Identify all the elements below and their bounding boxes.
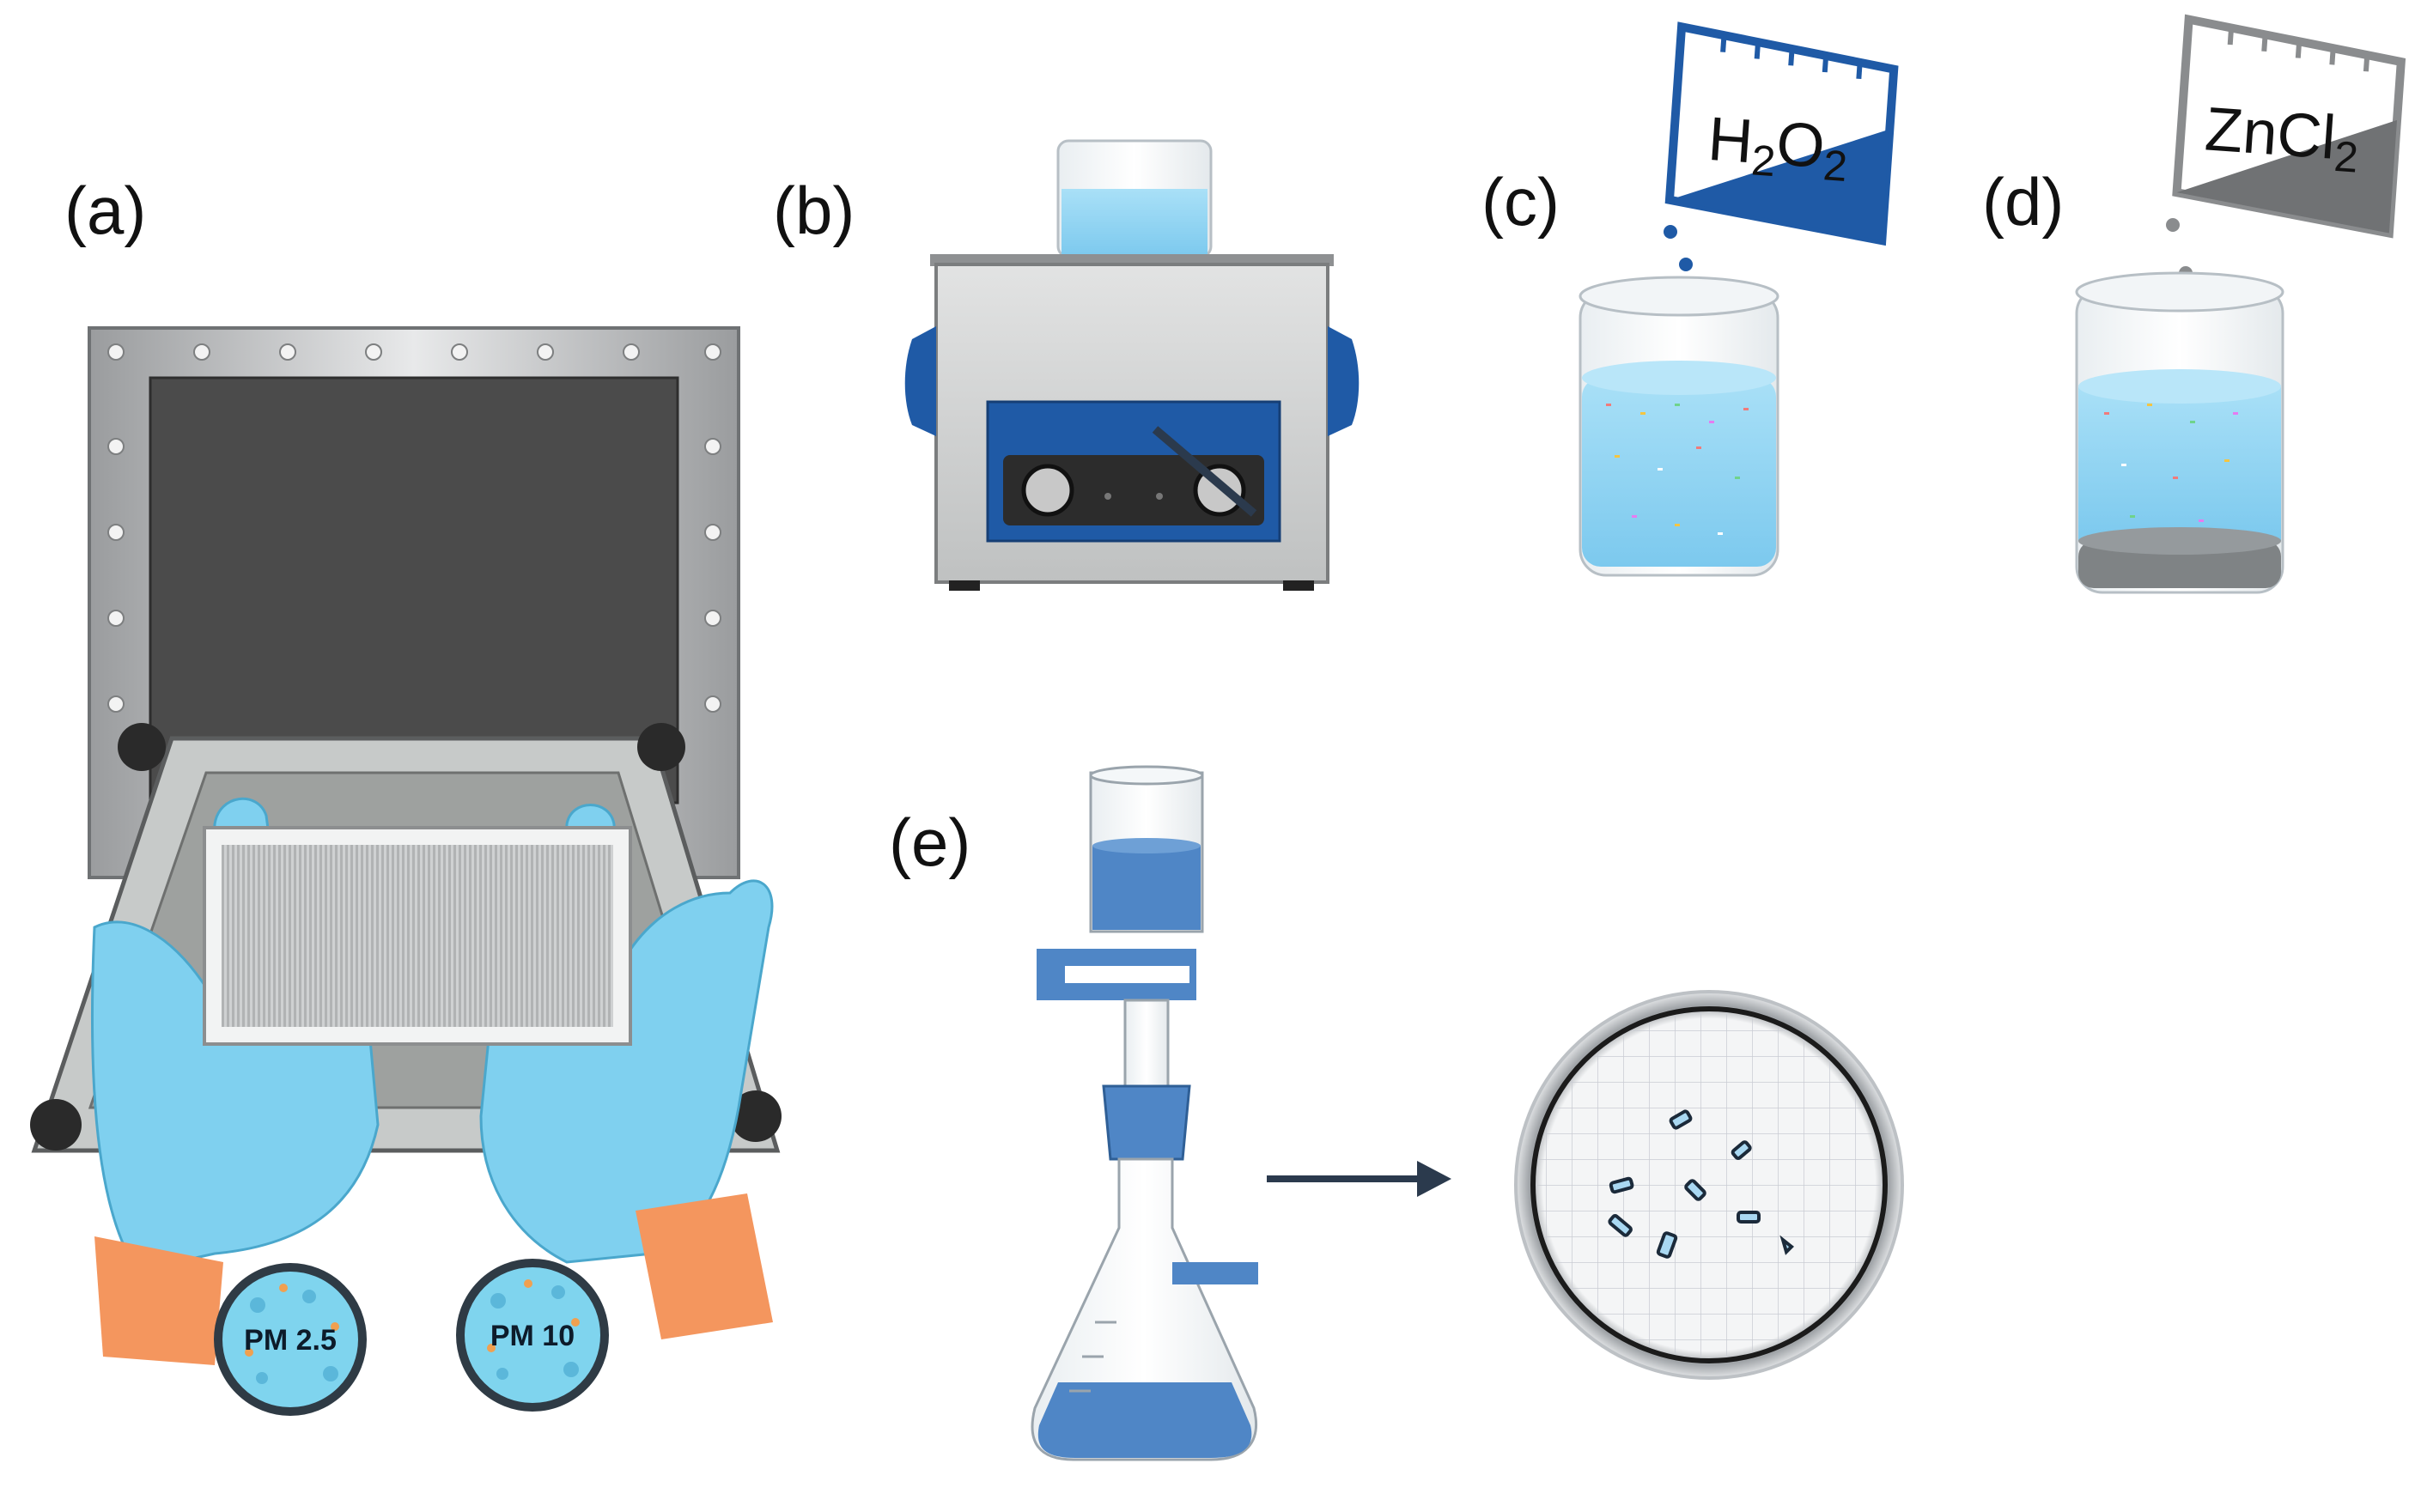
flask-liquid bbox=[1037, 1382, 1252, 1458]
bath-handle-right bbox=[1328, 326, 1360, 436]
sampler-knobs bbox=[30, 723, 782, 1151]
sampler-screen bbox=[149, 376, 679, 805]
left-wrist bbox=[94, 1236, 223, 1365]
panel-e: (e) bbox=[889, 765, 1904, 1461]
pm10-filter-disk: PM 10 bbox=[456, 1259, 609, 1412]
drop-icon bbox=[1679, 258, 1693, 271]
bath-foot bbox=[1283, 580, 1314, 591]
drop-icon bbox=[1664, 225, 1677, 239]
knob-icon bbox=[118, 723, 166, 771]
bath-foot bbox=[949, 580, 980, 591]
knob-icon bbox=[637, 723, 685, 771]
vacuum-filtration-apparatus bbox=[1031, 765, 1258, 1461]
zncl2-label: ZnCl2 bbox=[2202, 94, 2362, 181]
frame-rivets bbox=[107, 343, 721, 713]
pm25-filter-disk: PM 2.5 bbox=[214, 1263, 367, 1416]
h2o2-pouring-container: H2O2 bbox=[1664, 21, 1899, 246]
bath-indicator-arrow bbox=[1152, 426, 1257, 517]
funnel-liquid bbox=[1092, 846, 1201, 930]
knob-icon bbox=[730, 1090, 782, 1142]
panel-b: (b) bbox=[773, 139, 1360, 591]
funnel-stem bbox=[1123, 999, 1170, 1096]
knob-icon bbox=[30, 1099, 82, 1151]
panel-b-label: (b) bbox=[773, 173, 855, 248]
panel-d-label: (d) bbox=[1982, 164, 2064, 240]
rubber-stopper bbox=[1102, 1084, 1191, 1161]
h2o2-beaker bbox=[1579, 276, 1779, 577]
vacuum-side-arm bbox=[1172, 1262, 1258, 1284]
right-wrist bbox=[636, 1193, 773, 1339]
panel-a: (a) bbox=[30, 173, 782, 1416]
petri-dish bbox=[1514, 990, 1904, 1380]
arrow-head-icon bbox=[1417, 1161, 1451, 1197]
pm25-label: PM 2.5 bbox=[244, 1324, 337, 1357]
pm10-label: PM 10 bbox=[490, 1320, 575, 1352]
bath-timer-knob-icon bbox=[1021, 464, 1074, 517]
panel-c: (c) H2O2 bbox=[1481, 21, 1899, 577]
ultrasonic-bath bbox=[904, 254, 1360, 591]
particle-specks bbox=[1606, 404, 1749, 535]
bath-handle-left bbox=[904, 326, 936, 436]
microplastic-particles bbox=[1608, 1109, 1794, 1259]
sonication-beaker bbox=[1056, 139, 1213, 258]
zncl2-beaker bbox=[2075, 271, 2284, 594]
bath-control-inset bbox=[1003, 455, 1264, 525]
drop-icon bbox=[2166, 218, 2180, 232]
filter-grille bbox=[222, 845, 613, 1027]
panel-d: (d) ZnCl2 bbox=[1982, 14, 2406, 594]
process-arrow bbox=[1267, 1161, 1451, 1197]
panel-e-label: (e) bbox=[889, 805, 970, 880]
panel-c-label: (c) bbox=[1481, 164, 1560, 240]
zncl2-pouring-container: ZnCl2 bbox=[2172, 14, 2406, 239]
panel-a-label: (a) bbox=[64, 173, 146, 248]
particle-specks bbox=[2104, 404, 2238, 522]
h2o2-label: H2O2 bbox=[1706, 105, 1851, 191]
